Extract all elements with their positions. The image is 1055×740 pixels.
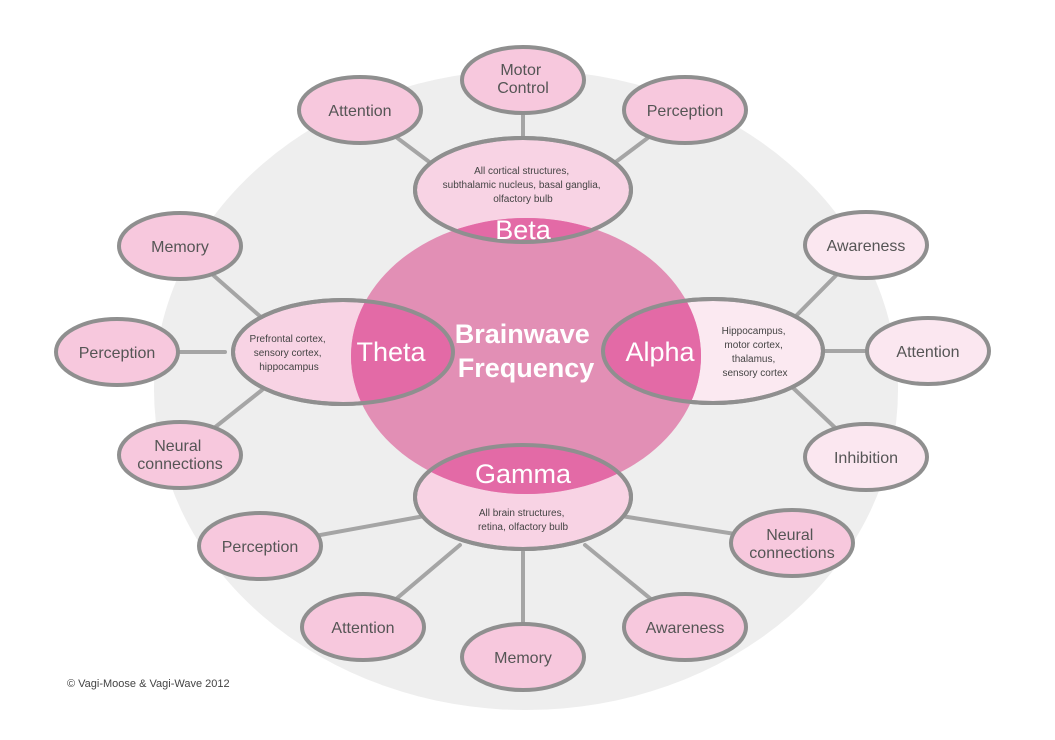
leaf-alpha-inhibition	[803, 422, 929, 492]
leaf-label-gamma-perception: Perception	[222, 539, 299, 556]
leaf-label-alpha-awareness: Awareness	[827, 238, 906, 255]
alpha-region-line4: sensory cortex	[722, 368, 787, 379]
alpha-regions: Hippocampus, motor cortex, thalamus, sen…	[722, 326, 789, 379]
leaf-theta-neural-connections	[117, 420, 243, 490]
leaf-label-theta-perception: Perception	[79, 345, 156, 362]
leaf-beta-perception	[622, 75, 748, 145]
theta-outline	[231, 298, 455, 406]
leaf-label-gamma-awareness: Awareness	[646, 620, 725, 637]
gamma-band-label: Gamma	[475, 459, 572, 489]
theta-region-line3: hippocampus	[259, 362, 318, 373]
theta-regions: Prefrontal cortex, sensory cortex, hippo…	[250, 334, 329, 373]
leaf-label-theta-neural-line2: connections	[137, 456, 222, 473]
leaf-label-beta-perception: Perception	[647, 103, 724, 120]
leaf-nodes	[54, 45, 991, 692]
leaf-label-theta-neural-connections: Neural connections	[137, 438, 222, 473]
gamma-regions: All brain structures, retina, olfactory …	[478, 508, 568, 533]
leaf-label-theta-memory: Memory	[151, 239, 209, 256]
theta-band-label: Theta	[356, 337, 426, 367]
leaf-label-gamma-neural-line2: connections	[749, 545, 834, 562]
leaf-label-beta-motor-control: Motor Control	[497, 62, 549, 97]
leaf-label-alpha-attention: Attention	[896, 344, 959, 361]
alpha-region-line1: Hippocampus,	[722, 326, 786, 337]
leaf-alpha-awareness	[803, 210, 929, 280]
leaf-gamma-awareness	[622, 592, 748, 662]
copyright-notice: © Vagi-Moose & Vagi-Wave 2012	[67, 678, 230, 690]
leaf-gamma-attention	[300, 592, 426, 662]
theta-region-line2: sensory cortex,	[254, 348, 322, 359]
leaf-gamma-perception	[197, 511, 323, 581]
leaf-label-gamma-neural-line1: Neural	[766, 527, 813, 544]
core-title: Brainwave Frequency	[455, 319, 598, 383]
leaf-label-gamma-attention: Attention	[331, 620, 394, 637]
core-title-line1: Brainwave	[455, 319, 590, 349]
leaf-labels: Attention Motor Control Perception Memor…	[79, 62, 960, 667]
alpha-overlap	[603, 299, 701, 403]
gamma-outline	[413, 443, 633, 551]
leaf-beta-motor-control	[460, 45, 586, 115]
leaf-theta-perception	[54, 317, 180, 387]
theta-overlap	[351, 300, 453, 404]
alpha-region-line2: motor cortex,	[724, 340, 782, 351]
leaf-alpha-attention	[865, 316, 991, 386]
leaf-label-gamma-neural-connections: Neural connections	[749, 527, 834, 562]
beta-region-line2: subthalamic nucleus, basal ganglia,	[443, 180, 601, 191]
beta-region-line1: All cortical structures,	[474, 166, 569, 177]
band-outlines	[231, 136, 825, 551]
leaf-label-theta-neural-line1: Neural	[154, 438, 201, 455]
band-overlaps	[351, 218, 701, 494]
gamma-region-line1: All brain structures,	[479, 508, 565, 519]
leaf-label-beta-motor-control-line1: Motor	[500, 62, 542, 79]
leaf-gamma-neural-connections	[729, 508, 855, 578]
region-labels: All cortical structures, subthalamic nuc…	[250, 166, 789, 533]
leaf-gamma-memory	[460, 622, 586, 692]
gamma-overlap	[415, 445, 631, 494]
core-ellipse	[351, 218, 701, 494]
alpha-outline	[601, 297, 825, 405]
alpha-band-label: Alpha	[625, 337, 695, 367]
leaf-label-beta-motor-control-line2: Control	[497, 80, 549, 97]
gamma-region-line2: retina, olfactory bulb	[478, 522, 568, 533]
leaf-label-beta-attention: Attention	[328, 103, 391, 120]
beta-outline	[413, 136, 633, 244]
leaf-theta-memory	[117, 211, 243, 281]
leaf-beta-attention	[297, 75, 423, 145]
theta-region-line1: Prefrontal cortex,	[250, 334, 326, 345]
alpha-region-line3: thalamus,	[732, 354, 775, 365]
core-title-line2: Frequency	[458, 353, 595, 383]
beta-region-line3: olfactory bulb	[493, 194, 553, 205]
beta-regions: All cortical structures, subthalamic nuc…	[443, 166, 604, 205]
leaf-label-gamma-memory: Memory	[494, 650, 552, 667]
beta-band-label: Beta	[495, 215, 552, 245]
leaf-label-alpha-inhibition: Inhibition	[834, 450, 898, 467]
